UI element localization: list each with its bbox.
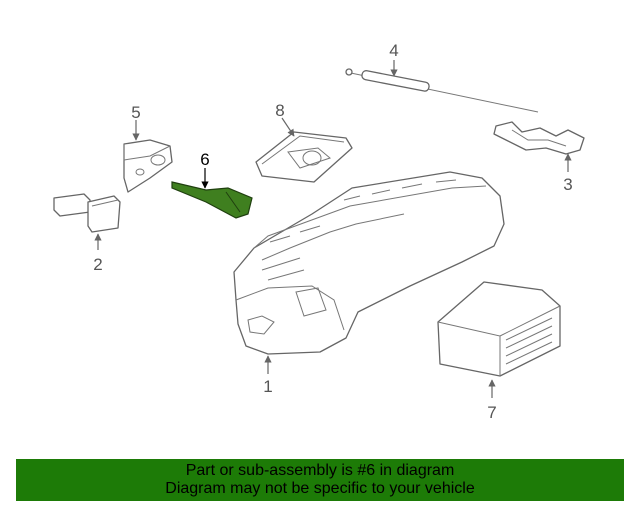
- part-7-vent: [437, 281, 561, 377]
- info-banner: Part or sub-assembly is #6 in diagram Di…: [16, 459, 624, 501]
- callout-5[interactable]: 5: [131, 103, 140, 122]
- part-4-rod: [345, 68, 539, 113]
- part-6-pin: [171, 181, 253, 219]
- callout-3[interactable]: 3: [563, 175, 572, 194]
- callout-4[interactable]: 4: [389, 41, 398, 60]
- callout-1[interactable]: 1: [263, 377, 272, 396]
- callout-8[interactable]: 8: [275, 101, 284, 120]
- part-1-console: [233, 171, 505, 355]
- part-8-tray: [255, 131, 353, 183]
- banner-line-1: Part or sub-assembly is #6 in diagram: [185, 462, 455, 479]
- callout-2[interactable]: 2: [93, 255, 102, 274]
- banner-line-2: Diagram may not be specific to your vehi…: [165, 480, 475, 497]
- part-5-bracket: [123, 139, 173, 193]
- leader-8: [281, 117, 295, 137]
- part-2-connector: [53, 193, 121, 233]
- callout-7[interactable]: 7: [487, 403, 496, 422]
- part-3-bracket: [493, 121, 585, 155]
- parts-diagram: 1 2 3 4 5 6 7 8: [53, 41, 585, 422]
- callout-6[interactable]: 6: [200, 150, 209, 169]
